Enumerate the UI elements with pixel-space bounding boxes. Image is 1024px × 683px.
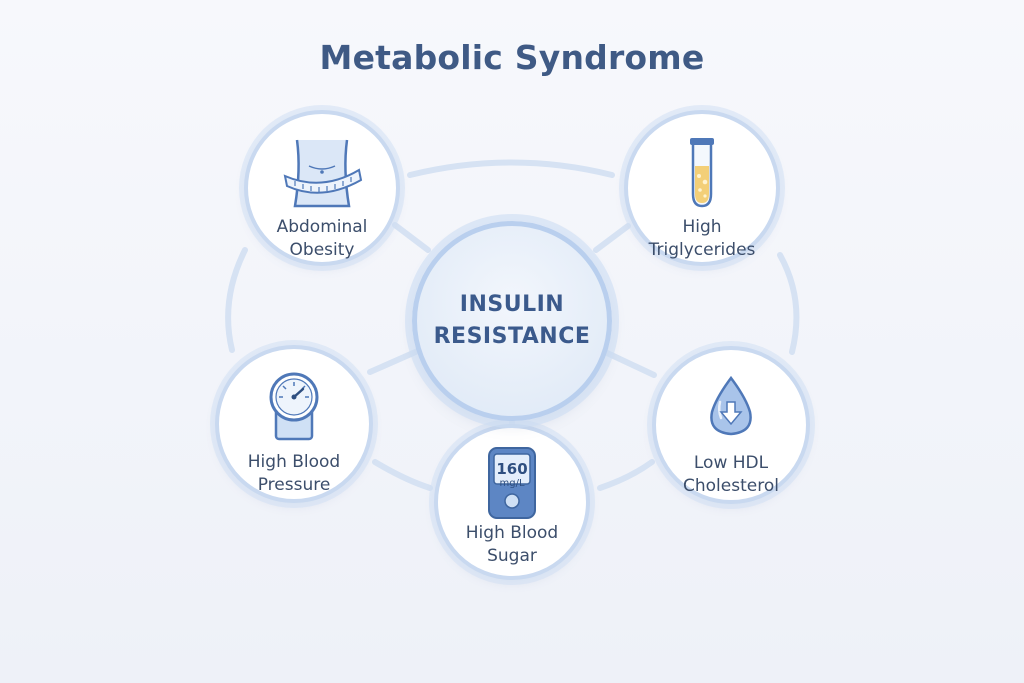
glucose-unit: mg/L	[499, 478, 525, 489]
node-label: Low HDL Cholesterol	[666, 452, 796, 498]
center-label-line-2: RESISTANCE	[433, 324, 591, 349]
node-label-line-1: High Blood	[465, 523, 559, 543]
outer-arc-top	[407, 159, 615, 178]
center-insulin-resistance: INSULIN RESISTANCE	[412, 221, 612, 421]
blood-pressure-gauge-icon	[249, 371, 339, 445]
node-label-line-2: Obesity	[289, 240, 355, 260]
node-label: High Blood Sugar	[447, 522, 577, 568]
center-label-line-1: INSULIN	[459, 292, 565, 317]
node-low-hdl-cholesterol: Low HDL Cholesterol	[652, 346, 810, 504]
node-label: High Blood Pressure	[229, 451, 359, 497]
outer-arc-left	[225, 247, 248, 353]
node-label-line-1: High Blood	[247, 452, 341, 472]
node-label: High Triglycerides	[637, 216, 767, 262]
node-label-line-1: Abdominal	[276, 217, 368, 237]
spoke-high-triglycerides	[593, 223, 631, 253]
spoke-high-blood-pressure	[367, 347, 423, 375]
node-high-blood-pressure: High Blood Pressure	[215, 345, 373, 503]
node-label-line-2: Cholesterol	[683, 476, 779, 496]
outer-arc-bottom-right	[597, 459, 655, 491]
diagram-title: Metabolic Syndrome	[319, 38, 705, 77]
test-tube-icon	[657, 136, 747, 210]
node-high-blood-sugar: 160 mg/L High Blood Sugar	[434, 424, 590, 580]
outer-arc-right	[777, 252, 800, 355]
node-label-line-1: High	[682, 217, 722, 237]
outer-arc-bottom-left	[372, 459, 433, 491]
node-label-line-1: Low HDL	[693, 453, 769, 473]
glucose-reading: 160	[496, 460, 528, 478]
node-high-triglycerides: High Triglycerides	[624, 110, 780, 266]
waist-measuring-tape-icon	[277, 136, 367, 210]
node-abdominal-obesity: Abdominal Obesity	[244, 110, 400, 266]
blood-drop-down-arrow-icon	[686, 372, 776, 446]
spoke-low-hdl	[602, 349, 657, 378]
glucose-meter-icon: 160 mg/L	[467, 446, 557, 520]
spoke-abdominal-obesity	[392, 222, 431, 253]
node-label-line-2: Triglycerides	[648, 240, 756, 260]
node-label-line-2: Pressure	[257, 475, 331, 495]
node-label: Abdominal Obesity	[257, 216, 387, 262]
node-label-line-2: Sugar	[487, 546, 537, 566]
